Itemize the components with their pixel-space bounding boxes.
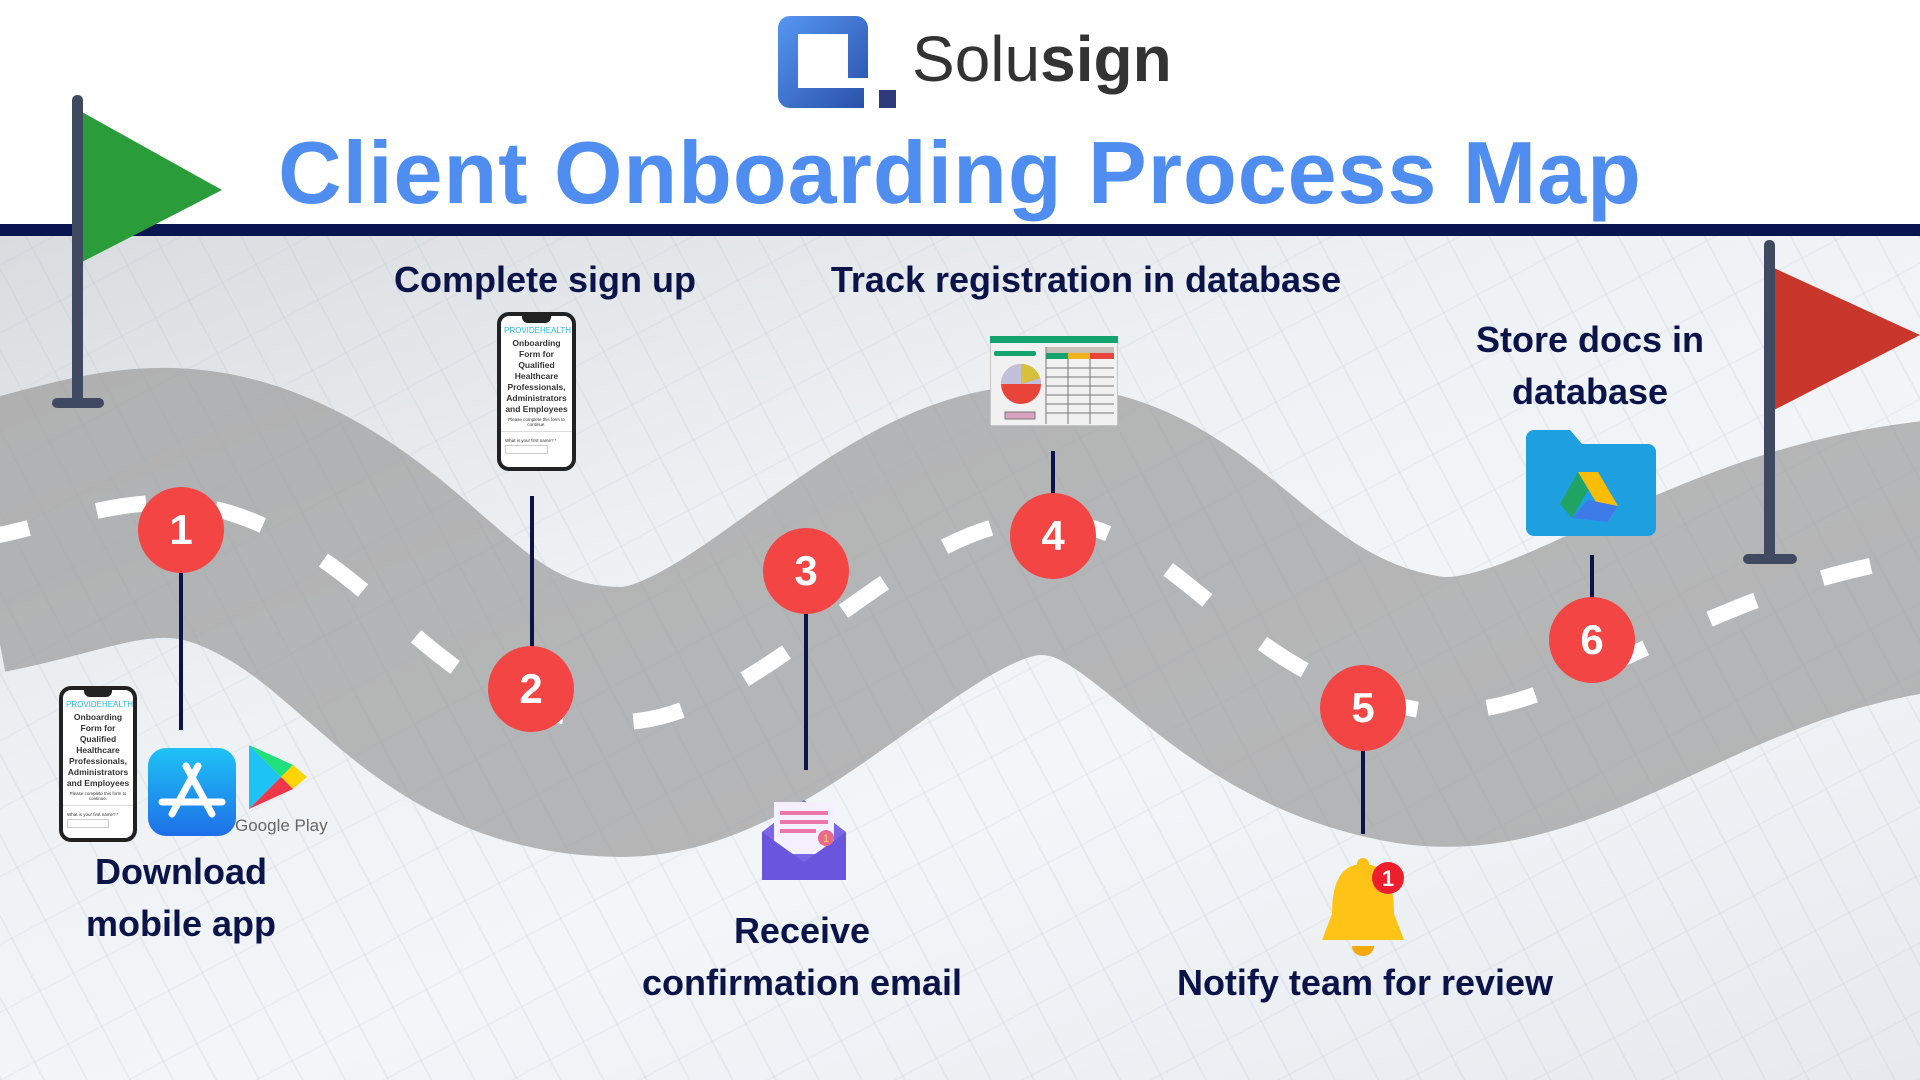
step-5-marker: 5: [1320, 665, 1406, 751]
google-play-icon: [249, 745, 307, 809]
envelope-icon: 1: [762, 800, 846, 880]
bell-icon: 1: [1322, 858, 1404, 956]
connector-line-4: [1051, 451, 1055, 501]
step-3-label: Receive confirmation email: [642, 905, 962, 1009]
label-line: Download: [95, 851, 267, 892]
page-title: Client Onboarding Process Map: [278, 123, 1642, 222]
step-4-marker: 4: [1010, 493, 1096, 579]
step-5-label: Notify team for review: [1177, 957, 1553, 1009]
app-store-icon: [148, 748, 236, 836]
step-2-label: Complete sign up: [394, 254, 696, 306]
phone-brand: PROVIDEHEALTH: [66, 700, 133, 709]
connector-line-6: [1590, 555, 1594, 605]
step-2-marker: 2: [488, 646, 574, 732]
brand-name: Solusign: [912, 22, 1172, 96]
solusign-logo-icon: [778, 16, 896, 108]
label-line: database: [1511, 371, 1669, 412]
connector-line-1: [179, 560, 183, 730]
finish-flag-icon: [1743, 240, 1920, 564]
step-1-marker: 1: [138, 487, 224, 573]
brand-name-bold: sign: [1040, 23, 1172, 95]
label-line: Notify team for review: [1176, 962, 1554, 1003]
drive-folder-icon: [1526, 430, 1656, 536]
label-line: confirmation email: [641, 962, 963, 1003]
step-4-label: Track registration in database: [831, 254, 1341, 306]
connector-line-5: [1361, 740, 1365, 834]
step-6-marker: 6: [1549, 597, 1635, 683]
phone-form-icon: PROVIDEHEALTH Onboarding Form for Qualif…: [497, 312, 576, 471]
step-1-label: Download mobile app: [86, 846, 276, 950]
spreadsheet-icon: [990, 336, 1118, 426]
road-lane-dashes: [0, 494, 1920, 731]
phone-form-icon: PROVIDEHEALTH Onboarding Form for Qualif…: [59, 686, 137, 842]
envelope-badge: 1: [823, 833, 829, 845]
phone-form-input: [67, 819, 109, 828]
label-line: Store docs in: [1475, 319, 1705, 360]
label-line: Receive: [733, 910, 871, 951]
step-3-marker: 3: [763, 528, 849, 614]
phone-form-subtitle: Please complete this form to continue.: [508, 417, 565, 427]
brand-name-light: Solu: [912, 23, 1041, 95]
phone-brand: PROVIDEHEALTH: [504, 326, 571, 335]
phone-form-input: [505, 445, 548, 454]
phone-form-title: Onboarding Form for Qualified Healthcare…: [505, 338, 568, 414]
connector-line-2: [530, 496, 534, 656]
start-flag-icon: [52, 95, 222, 408]
connector-line-3: [804, 600, 808, 770]
label-line: Complete sign up: [393, 259, 697, 300]
phone-form-question: What is your first name? *: [501, 431, 572, 445]
phone-form-subtitle: Please complete this form to continue.: [69, 791, 127, 801]
phone-form-title: Onboarding Form for Qualified Healthcare…: [66, 712, 130, 788]
label-line: mobile app: [85, 903, 277, 944]
label-line: Track registration in database: [830, 259, 1342, 300]
header-divider: [0, 224, 1920, 236]
google-play-label: Google Play: [235, 816, 328, 835]
phone-form-question: What is your first name? *: [63, 805, 133, 819]
step-6-label: Store docs in database: [1476, 314, 1704, 418]
bell-badge: 1: [1382, 866, 1394, 891]
